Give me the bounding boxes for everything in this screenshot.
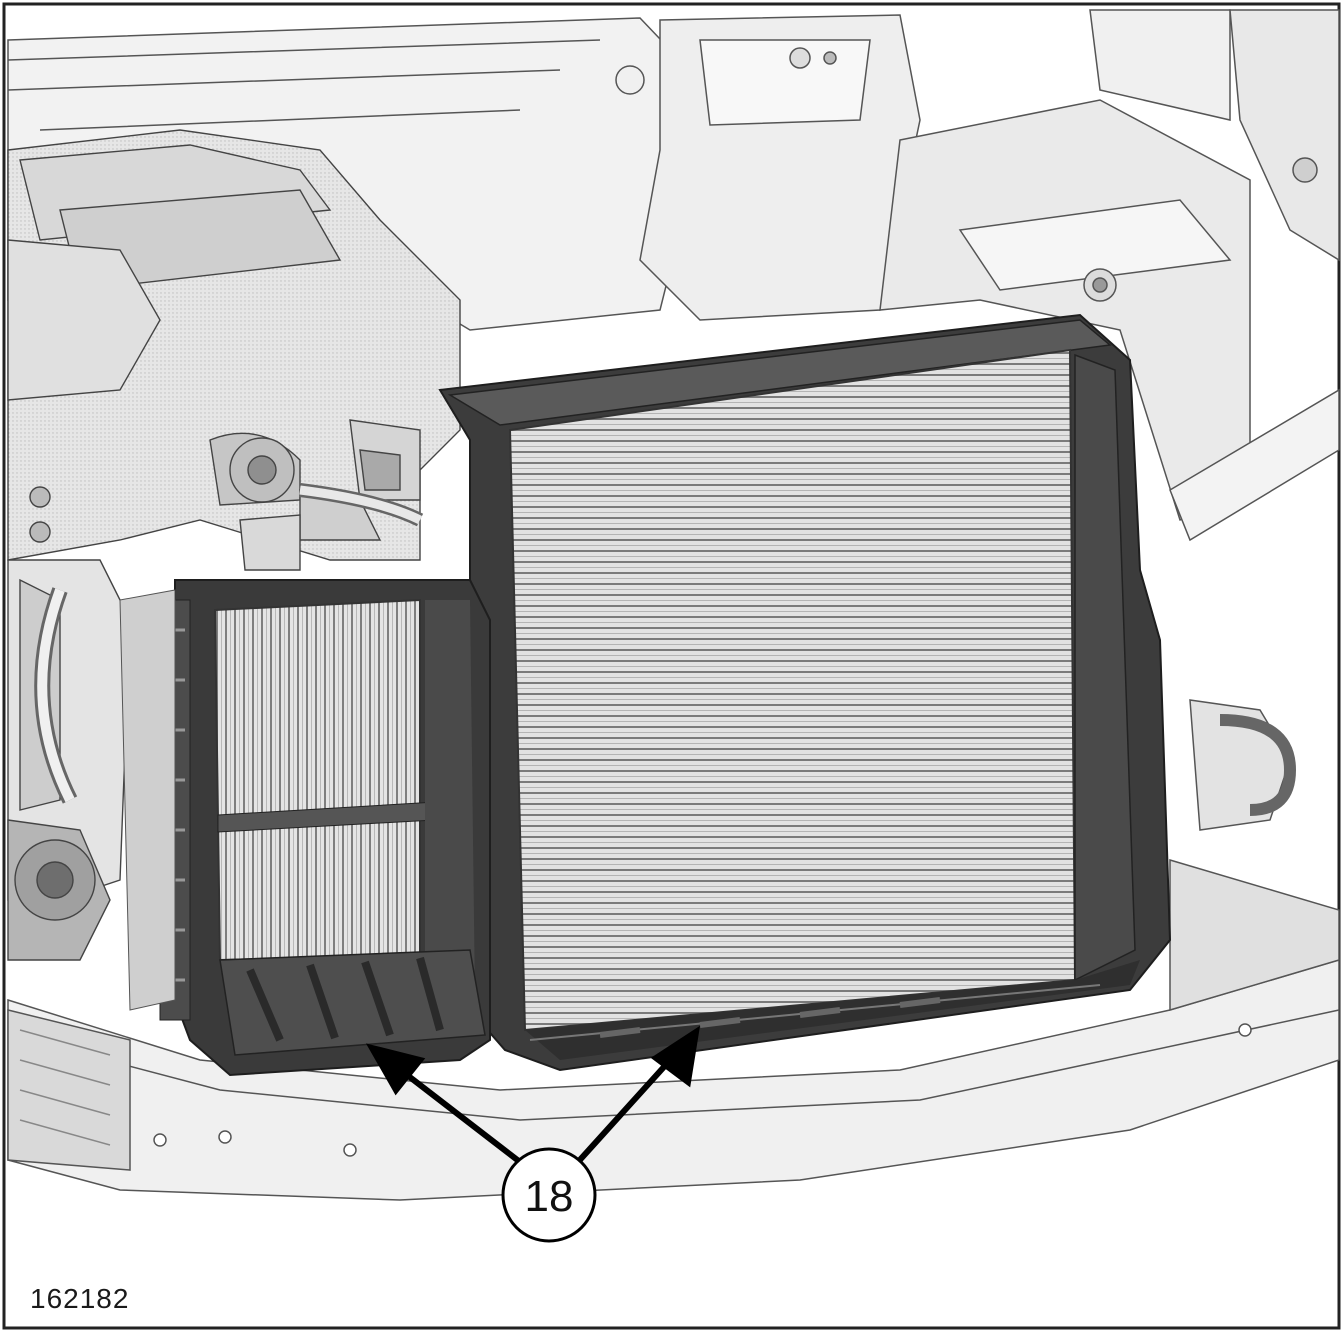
- cooler-core: [213, 598, 421, 962]
- callout-arrowhead-right: [650, 1025, 701, 1088]
- callout-arrows: [365, 1025, 701, 1165]
- callout-arrowhead-left: [365, 1043, 426, 1096]
- callout-circle: [501, 1147, 597, 1243]
- radiator: [438, 313, 1172, 1072]
- coolant-pipes: [34, 483, 424, 804]
- radiator-core: [508, 348, 1077, 1032]
- engine-assembly: [7, 129, 461, 961]
- callout-number: 18: [525, 1172, 574, 1221]
- cooler-lower-shroud: [219, 949, 486, 1056]
- callout-bubble: 18: [501, 1147, 597, 1243]
- callout-arrow-right: [575, 1055, 675, 1165]
- radiator-top-tank: [447, 319, 1112, 426]
- charge-air-cooler: [119, 579, 491, 1077]
- front-crossmember: [7, 699, 1340, 1201]
- callout-arrow-left: [396, 1065, 522, 1165]
- figure-id-label: 162182: [30, 1283, 130, 1314]
